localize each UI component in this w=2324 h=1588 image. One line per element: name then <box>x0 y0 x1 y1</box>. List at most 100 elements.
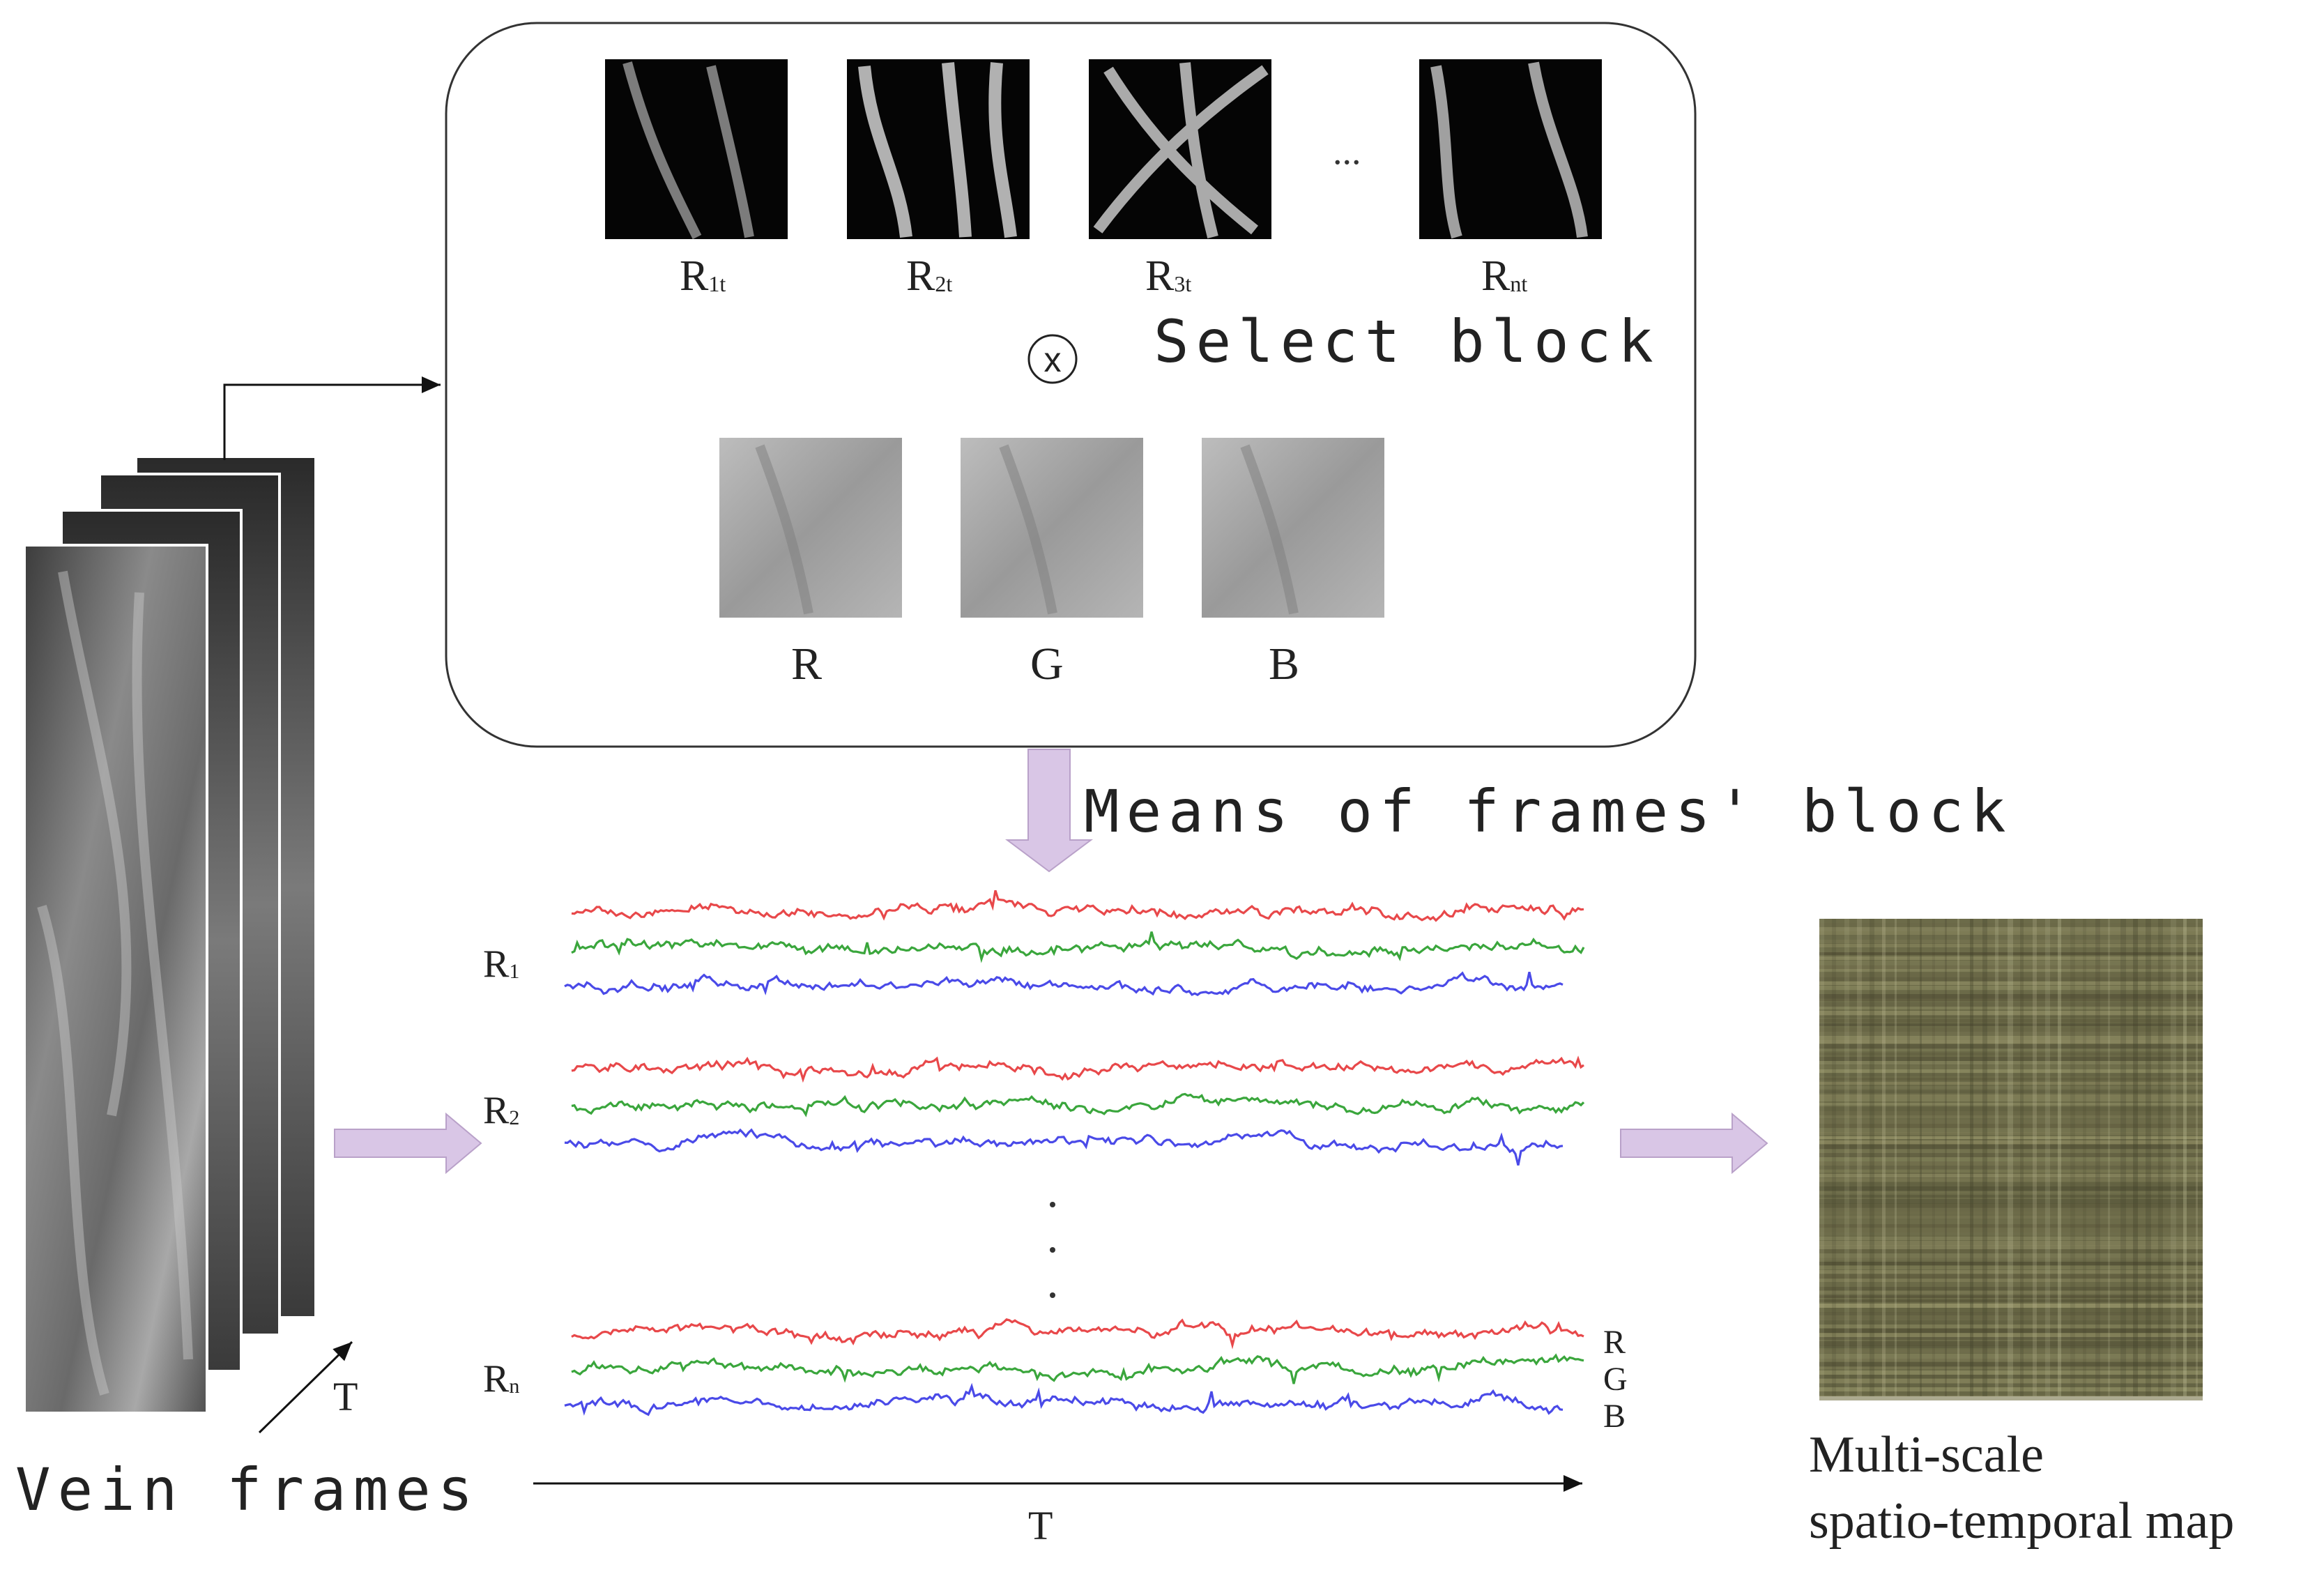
signal-trace-row2-green <box>571 1092 1585 1117</box>
map-row-stripe <box>1819 1245 2203 1249</box>
map-row-stripe <box>1819 927 2203 931</box>
map-row-stripe <box>1819 1291 2203 1294</box>
map-column-stripe <box>2158 919 2163 1396</box>
map-column-stripe <box>1819 919 1824 1396</box>
map-row-stripe <box>1819 994 2203 999</box>
map-row-stripe <box>1819 1345 2203 1348</box>
map-row-stripe <box>1819 1028 2203 1032</box>
map-column-stripe <box>1882 919 1886 1396</box>
map-column-stripe <box>2008 919 2013 1396</box>
vein-frame-stack <box>23 455 317 1414</box>
map-column-stripe <box>2070 919 2075 1396</box>
map-row-stripe <box>1819 1011 2203 1016</box>
map-row-stripe <box>1819 1199 2203 1204</box>
map-column-stripe <box>1920 919 1922 1396</box>
map-row-stripe <box>1819 1023 2203 1026</box>
map-column-stripe <box>1957 919 1959 1396</box>
map-column-stripe <box>2083 919 2086 1396</box>
map-row-stripe <box>1819 1295 2203 1298</box>
signal-trace-row3-green <box>571 1353 1584 1384</box>
spatio-temporal-map <box>1819 919 2203 1400</box>
map-column-stripe <box>1995 919 1998 1396</box>
map-column-stripe <box>1982 919 1987 1396</box>
map-column-stripe <box>2146 919 2151 1396</box>
signal-trace-row1-green <box>571 931 1585 963</box>
map-row-stripe <box>1819 1304 2203 1308</box>
map-column-stripe <box>1932 919 1935 1396</box>
rgb-label-r: R <box>791 639 823 689</box>
frames-to-signals-arrow <box>334 1112 482 1175</box>
map-row-stripe <box>1819 1182 2203 1187</box>
map-row-stripe <box>1819 1019 2203 1023</box>
means-down-arrow <box>1005 749 1093 873</box>
map-row-stripe <box>1819 931 2203 935</box>
channel-legend-r: R <box>1603 1324 1626 1361</box>
map-row-stripe <box>1819 1371 2203 1375</box>
vein-frame-1 <box>23 544 208 1414</box>
map-row-stripe <box>1819 1333 2203 1337</box>
map-row-stripe <box>1819 1053 2203 1055</box>
map-row-stripe <box>1819 969 2203 972</box>
map-column-stripe <box>1870 919 1874 1396</box>
map-row-stripe <box>1819 1124 2203 1129</box>
map-row-stripe <box>1819 1120 2203 1124</box>
means-block-label: Means of frames' block <box>1084 777 2013 846</box>
output-label: Multi-scale spatio-temporal map <box>1809 1422 2234 1554</box>
map-row-stripe <box>1819 1391 2203 1395</box>
map-row-stripe <box>1819 1316 2203 1320</box>
map-row-stripe <box>1819 1069 2203 1073</box>
map-row-stripe <box>1819 982 2203 985</box>
map-row-stripe <box>1819 1074 2203 1076</box>
frames-time-label: T <box>333 1374 358 1419</box>
map-row-stripe <box>1819 1195 2203 1198</box>
frames-time-arrow <box>258 1341 353 1434</box>
map-row-stripe <box>1819 1128 2203 1133</box>
response-label-1: R1t <box>680 252 726 300</box>
map-row-stripe <box>1819 1161 2203 1166</box>
map-row-stripe <box>1819 952 2203 955</box>
map-row-stripe <box>1819 1362 2203 1367</box>
map-row-stripe <box>1819 1099 2203 1101</box>
map-row-stripe <box>1819 1094 2203 1099</box>
map-row-stripe <box>1819 1337 2203 1340</box>
map-row-stripe <box>1819 1266 2203 1269</box>
map-row-stripe <box>1819 1358 2203 1361</box>
map-column-stripe <box>1970 919 1973 1396</box>
map-row-stripe <box>1819 1249 2203 1253</box>
map-row-stripe <box>1819 940 2203 943</box>
signal-trace-row3-blue <box>564 1382 1564 1417</box>
map-column-stripe <box>1832 919 1836 1396</box>
map-row-stripe <box>1819 1224 2203 1228</box>
map-row-stripe <box>1819 1002 2203 1007</box>
response-label-3: R3t <box>1145 252 1192 300</box>
map-row-stripe <box>1819 1341 2203 1346</box>
map-row-stripe <box>1819 1191 2203 1193</box>
map-row-stripe <box>1819 1274 2203 1279</box>
map-row-stripe <box>1819 973 2203 978</box>
response-label-2: R2t <box>906 252 953 300</box>
map-column-stripe <box>1907 919 1910 1396</box>
map-row-stripe <box>1819 1258 2203 1260</box>
map-row-stripe <box>1819 1157 2203 1161</box>
signal-trace-row2-red <box>571 1055 1584 1083</box>
map-row-stripe <box>1819 923 2203 926</box>
map-row-stripe <box>1819 1132 2203 1135</box>
vein-frames-label: Vein frames <box>15 1456 480 1524</box>
signal-trace-row2-blue <box>564 1128 1564 1166</box>
map-row-stripe <box>1819 1216 2203 1219</box>
rgb-block-image-r <box>719 438 902 618</box>
map-row-stripe <box>1819 948 2203 952</box>
frames-to-block-connector <box>223 376 441 460</box>
map-row-stripe <box>1819 1232 2203 1235</box>
map-row-stripe <box>1819 990 2203 994</box>
map-row-stripe <box>1819 1312 2203 1315</box>
map-row-stripe <box>1819 1078 2203 1081</box>
map-row-stripe <box>1819 1350 2203 1353</box>
multiply-x: x <box>1044 340 1062 379</box>
map-row-stripe <box>1819 998 2203 1001</box>
map-column-stripe <box>2171 919 2176 1396</box>
map-row-stripe <box>1819 919 2203 923</box>
map-column-stripe <box>2033 919 2037 1396</box>
